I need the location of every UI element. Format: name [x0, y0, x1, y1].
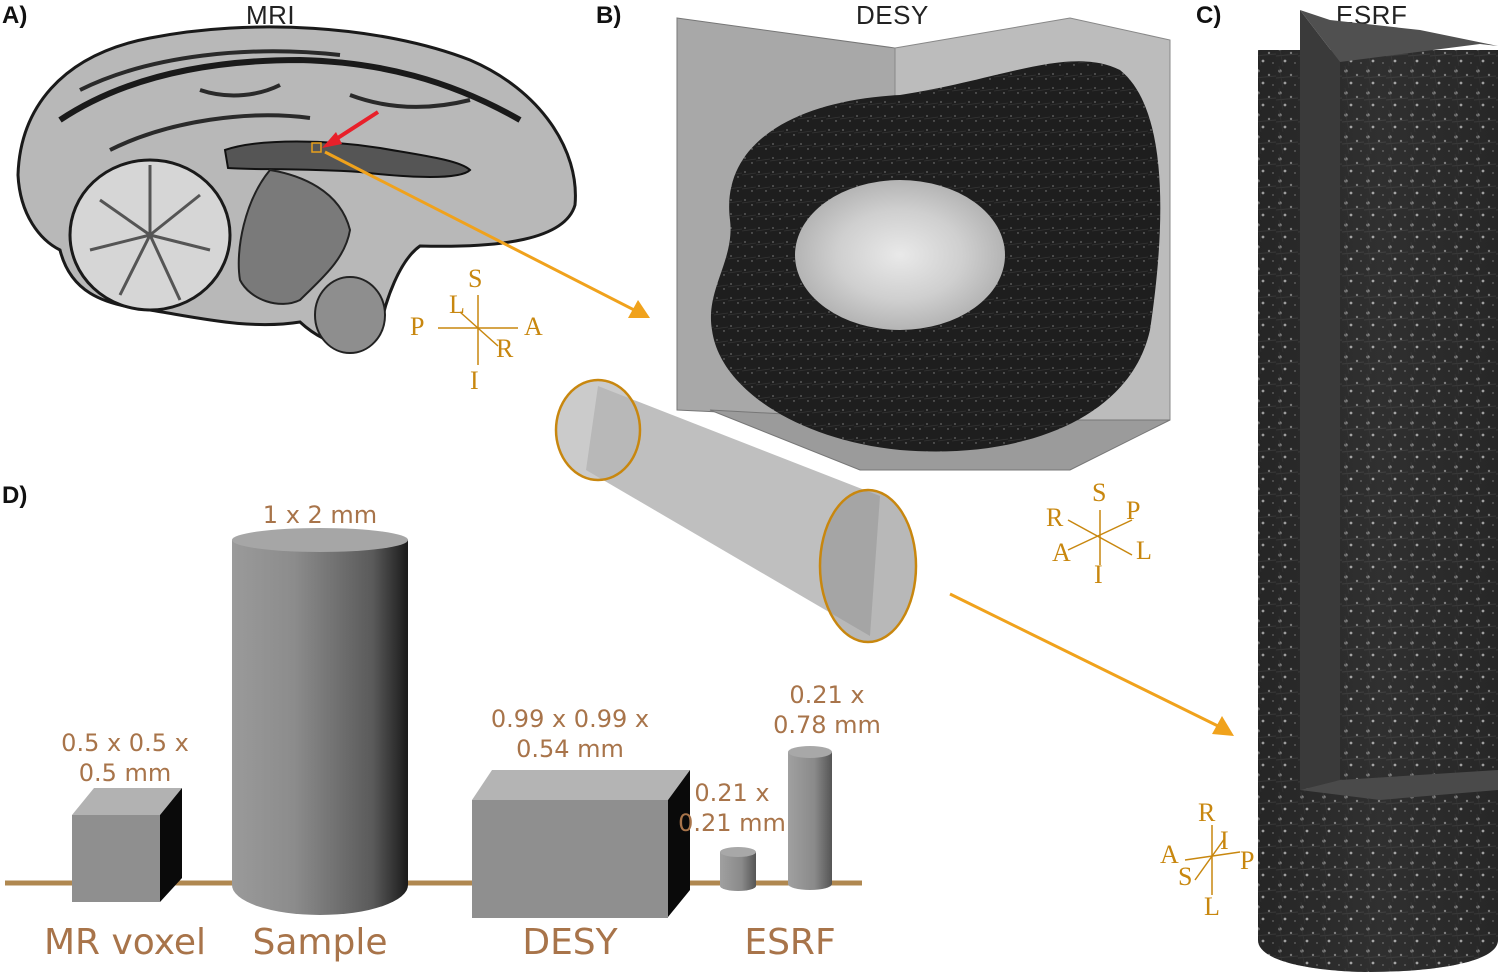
sample-dims: 1 x 2 mm [230, 500, 410, 530]
orange-arrow-icon [324, 150, 650, 318]
mri-axis-a: A [524, 312, 543, 341]
desy-axis-s: S [1092, 478, 1107, 507]
esrf-tall-cylinder [788, 746, 832, 890]
orange-arrow-icon-2 [949, 592, 1234, 736]
mri-axis-i: I [470, 366, 479, 395]
esrf-axis-r: R [1198, 798, 1216, 827]
panel-b-title: DESY [856, 0, 929, 30]
mri-brain-image [16, 25, 577, 354]
mr-voxel-dims: 0.5 x 0.5 x 0.5 mm [50, 728, 200, 788]
sample-dims-line1: 1 x 2 mm [262, 501, 378, 529]
panel-a-title: MRI [246, 0, 296, 30]
mr-voxel-dims-line1: 0.5 x 0.5 x [61, 729, 189, 757]
mr-voxel-label: MR voxel [43, 922, 207, 963]
esrf-small-dims-line2: 0.21 mm [678, 809, 786, 837]
desy-box [472, 770, 690, 918]
desy-dims-line2: 0.54 mm [516, 735, 624, 763]
esrf-tall-dims-line2: 0.78 mm [773, 711, 881, 739]
mr-voxel-cube [72, 788, 182, 902]
desy-axis-p: P [1126, 496, 1141, 525]
sample-label: Sample [252, 922, 388, 963]
esrf-small-dims: 0.21 x 0.21 mm [672, 778, 792, 838]
desy-axis-l: L [1136, 536, 1152, 565]
sample-location-marker [311, 142, 322, 153]
mri-orientation-cross [438, 295, 518, 365]
esrf-orientation-cross [1184, 825, 1241, 895]
desy-dims: 0.99 x 0.99 x 0.54 mm [460, 704, 680, 764]
esrf-axis-i: I [1220, 826, 1229, 855]
esrf-tall-dims: 0.21 x 0.78 mm [762, 680, 892, 740]
esrf-tall-dims-line1: 0.21 x [789, 681, 865, 709]
desy-axis-a: A [1052, 538, 1071, 567]
esrf-axis-a: A [1160, 840, 1179, 869]
esrf-small-dims-line1: 0.21 x [694, 779, 770, 807]
mr-voxel-dims-line2: 0.5 mm [78, 759, 172, 787]
desy-axis-i: I [1094, 560, 1103, 589]
desy-dims-line1: 0.99 x 0.99 x [490, 705, 650, 733]
desy-axis-r: R [1046, 503, 1064, 532]
mri-axis-l: L [449, 290, 465, 319]
esrf-small-cylinder [720, 847, 756, 891]
mri-axis-r: R [496, 334, 514, 363]
esrf-axis-p: P [1240, 846, 1255, 875]
esrf-label: ESRF [744, 922, 836, 963]
esrf-axis-s: S [1178, 862, 1193, 891]
desy-volume-image [554, 17, 1171, 644]
desy-orientation-cross [1067, 510, 1133, 565]
mri-axis-s: S [468, 264, 483, 293]
mri-axis-p: P [410, 312, 425, 341]
red-arrow-icon [322, 110, 380, 148]
panel-b-letter: B) [596, 2, 622, 29]
desy-label: DESY [522, 922, 618, 963]
esrf-volume-image [1258, 10, 1498, 972]
panel-d-letter: D) [2, 482, 28, 509]
esrf-axis-l: L [1204, 892, 1220, 921]
panel-a-letter: A) [2, 2, 28, 29]
sample-cylinder [232, 528, 408, 915]
panel-c-letter: C) [1196, 2, 1222, 29]
